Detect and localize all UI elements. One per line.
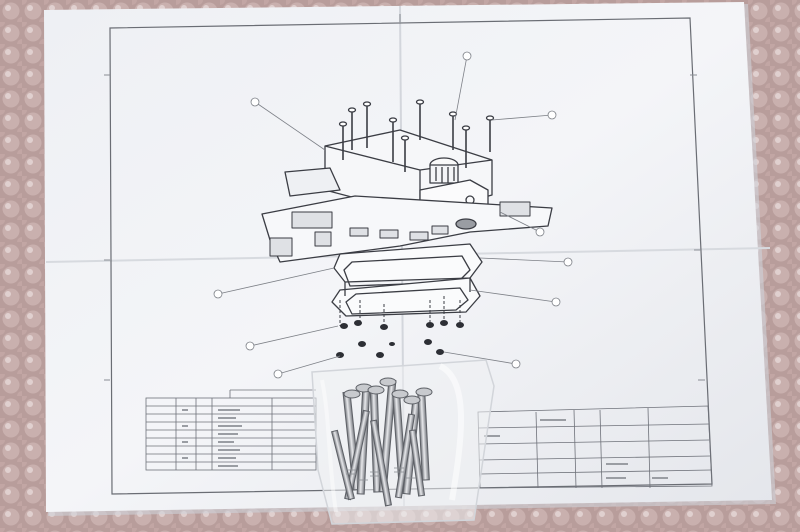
bolt-cluster — [331, 377, 433, 507]
bolt-bag — [311, 359, 495, 525]
title-block — [477, 405, 713, 489]
assembly-drawing — [261, 99, 553, 358]
parts-list-table — [145, 389, 317, 471]
callout-balloons — [213, 51, 573, 379]
